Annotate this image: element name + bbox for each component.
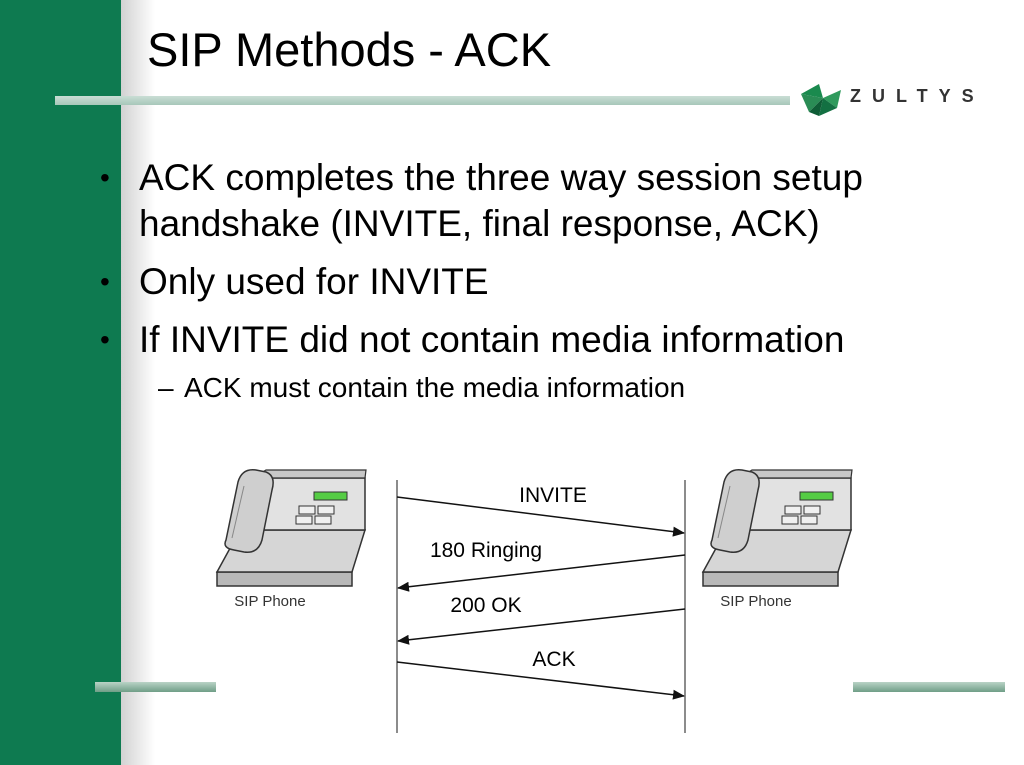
bullet-dot: •	[100, 266, 110, 297]
slide-title: SIP Methods - ACK	[147, 23, 552, 76]
bullet-dot: •	[100, 162, 110, 193]
zultys-logo-icon	[801, 84, 841, 116]
left-shadow	[121, 0, 155, 765]
left-phone-label: SIP Phone	[234, 593, 305, 610]
ringing-arrow	[397, 554, 686, 592]
sub-bullet-item: – ACK must contain the media information	[96, 371, 976, 405]
title-divider	[55, 96, 790, 105]
bottom-divider-right	[853, 682, 1005, 692]
sub-bullet-text: ACK must contain the media information	[184, 372, 686, 403]
sub-bullet-dash: –	[158, 372, 174, 403]
right-sip-phone-icon	[701, 469, 853, 587]
left-accent-bar	[0, 0, 121, 765]
invite-label: INVITE	[519, 484, 587, 507]
ringing-label: 180 Ringing	[430, 539, 542, 562]
bottom-divider-left	[95, 682, 216, 692]
ok-label: 200 OK	[450, 594, 521, 617]
bullet-dot: •	[100, 324, 110, 355]
left-sip-phone-icon	[215, 469, 367, 587]
bullet-text: Only used for INVITE	[139, 261, 489, 302]
bullet-item: • If INVITE did not contain media inform…	[96, 317, 976, 363]
bullet-text: If INVITE did not contain media informat…	[139, 319, 845, 360]
zultys-logo: ZULTYS	[797, 80, 1012, 120]
bullet-item: • ACK completes the three way session se…	[96, 155, 976, 247]
invite-arrow	[396, 496, 685, 537]
logo-wordmark: ZULTYS	[850, 86, 985, 106]
right-phone-label: SIP Phone	[720, 593, 791, 610]
ack-label: ACK	[532, 648, 575, 671]
bullet-list: • ACK completes the three way session se…	[96, 155, 976, 405]
ack-arrow	[396, 661, 685, 700]
bullet-text: ACK completes the three way session setu…	[139, 157, 863, 244]
bullet-item: • Only used for INVITE	[96, 259, 976, 305]
ok-arrow	[397, 608, 686, 645]
